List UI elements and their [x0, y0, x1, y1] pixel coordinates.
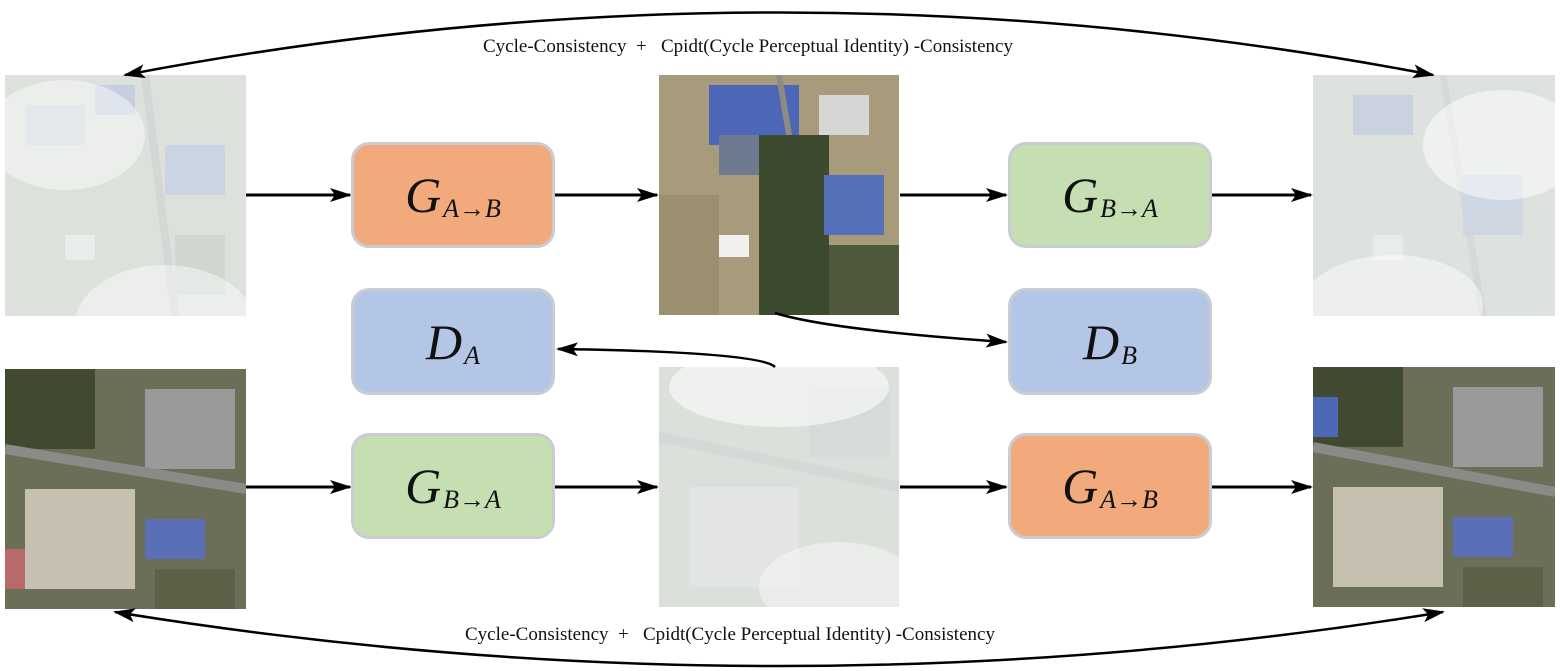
module-symbol: D — [426, 313, 463, 370]
module-subscript: B→A — [443, 485, 501, 514]
module-subscript: A — [464, 340, 480, 370]
module-subscript: A→B — [1100, 485, 1158, 514]
arrow-to-d-a — [556, 342, 776, 369]
bottom-loss-caption: Cycle-Consistency + Cpidt(Cycle Perceptu… — [465, 624, 995, 645]
module-subscript: B→A — [1100, 194, 1158, 223]
module-symbol: G — [1062, 458, 1099, 514]
arrow-to-d-b — [774, 311, 1008, 348]
top-input-cloudy-image — [5, 75, 246, 316]
bottom-reconstructed-clear-image — [1313, 367, 1555, 607]
module-subscript: A→B — [443, 194, 501, 223]
top-reconstructed-cloudy-image — [1313, 75, 1555, 316]
bottom-translated-cloudy-image — [659, 367, 899, 607]
module-symbol: D — [1083, 313, 1120, 370]
top-translated-clear-image — [659, 75, 899, 315]
top-loss-caption: Cycle-Consistency + Cpidt(Cycle Perceptu… — [483, 36, 1013, 57]
module-subscript: B — [1121, 340, 1137, 370]
module-symbol: G — [1062, 167, 1099, 223]
top-cycle-arc — [123, 11, 1435, 79]
bottom-input-clear-image — [5, 369, 246, 609]
bottom-cycle-arc — [113, 608, 1445, 668]
module-symbol: G — [405, 458, 442, 514]
module-symbol: G — [405, 167, 442, 223]
